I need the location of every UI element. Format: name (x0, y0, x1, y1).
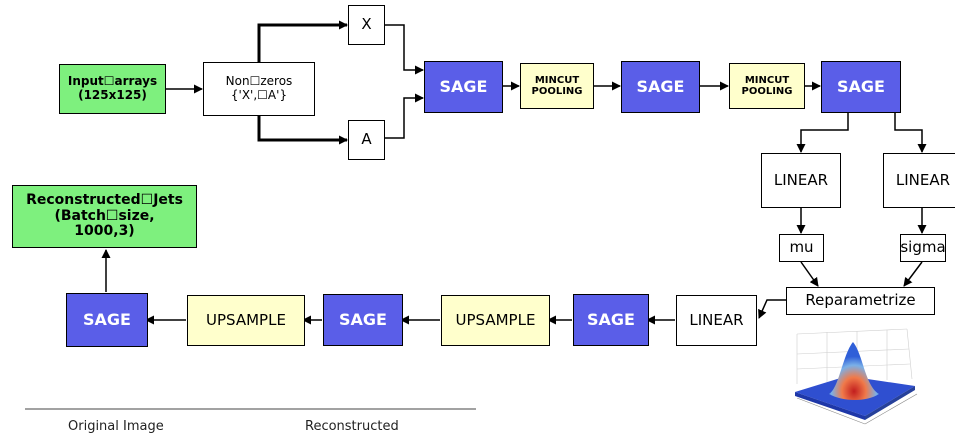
reconstructed-caption: Reconstructed (305, 419, 399, 434)
nonzeros-label: Non☐zeros {'X',☐A'} (225, 74, 293, 102)
sage-encoder-1-label: SAGE (439, 76, 488, 96)
arrow-sage3-linear-sigma (894, 113, 927, 153)
original-image-caption: Original Image (68, 419, 164, 434)
reconstructed-jets-label: Reconstructed☐Jets (Batch☐size, 1000,3) (26, 192, 183, 240)
arrow-a-sage1 (384, 93, 424, 139)
sage-encoder-2-label: SAGE (636, 76, 685, 96)
sage-encoder-1: SAGE (424, 61, 503, 113)
linear-decoder-label: LINEAR (689, 310, 744, 329)
x-label: X (361, 15, 372, 34)
sage-decoder-1-label: SAGE (587, 309, 635, 329)
reconstructed-jets-node: Reconstructed☐Jets (Batch☐size, 1000,3) (12, 185, 197, 248)
mincut-pooling-1-label: MINCUT POOLING (531, 74, 583, 98)
upsample-1: UPSAMPLE (441, 295, 550, 346)
arrow-sigma-reparam (903, 261, 923, 287)
sage-decoder-1: SAGE (573, 294, 649, 346)
sage-decoder-2: SAGE (323, 294, 403, 346)
sage-decoder-3: SAGE (66, 293, 148, 347)
linear-sigma-node: LINEAR (883, 153, 955, 208)
sage-decoder-2-label: SAGE (339, 309, 387, 329)
input-arrays-label: Input☐arrays (125x125) (67, 74, 158, 102)
linear-decoder-node: LINEAR (676, 295, 757, 346)
sage-encoder-3: SAGE (821, 61, 901, 113)
upsample-1-label: UPSAMPLE (455, 310, 536, 329)
arrow-reparam-linear (758, 299, 786, 319)
x-node: X (348, 5, 385, 45)
gaussian-surface-plot-image (795, 328, 918, 425)
reparametrize-node: Reparametrize (786, 287, 935, 315)
input-arrays-node: Input☐arrays (125x125) (59, 64, 166, 114)
arrow-nonzeros-a (257, 116, 348, 145)
linear-mu-label: LINEAR (773, 170, 829, 189)
arrow-nonzeros-x (257, 20, 348, 62)
mincut-pooling-2: MINCUT POOLING (729, 63, 805, 109)
arrow-x-sage1 (384, 24, 424, 75)
a-node: A (348, 120, 385, 160)
mu-label: mu (789, 238, 814, 257)
mu-node: mu (779, 234, 824, 262)
arrow-mu-reparam (800, 261, 819, 287)
linear-sigma-label: LINEAR (895, 170, 951, 189)
a-label: A (361, 130, 372, 149)
linear-mu-node: LINEAR (761, 153, 841, 208)
upsample-2-label: UPSAMPLE (206, 310, 286, 329)
mincut-pooling-1: MINCUT POOLING (520, 63, 594, 109)
sigma-label: sigma (900, 238, 946, 257)
sage-encoder-2: SAGE (621, 61, 700, 113)
reparametrize-label: Reparametrize (805, 291, 916, 310)
sage-encoder-3-label: SAGE (837, 76, 885, 96)
sigma-node: sigma (900, 234, 946, 262)
upsample-2: UPSAMPLE (187, 295, 305, 346)
sage-decoder-3-label: SAGE (83, 309, 131, 329)
mincut-pooling-2-label: MINCUT POOLING (741, 74, 793, 98)
arrow-sage3-linear-mu (796, 113, 849, 153)
nonzeros-node: Non☐zeros {'X',☐A'} (203, 62, 315, 116)
